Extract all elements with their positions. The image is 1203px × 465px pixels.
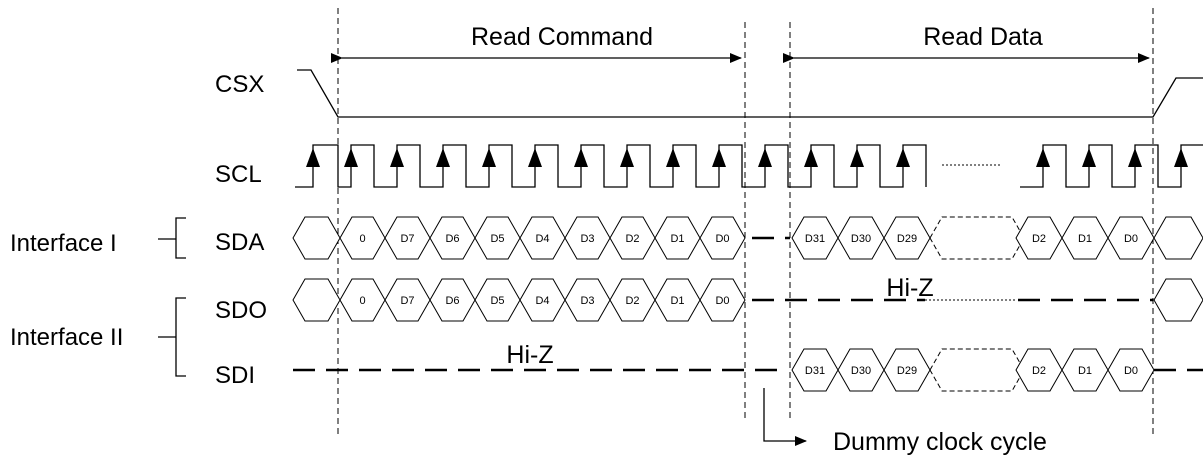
bus-bit-label: D29	[897, 365, 917, 377]
bus-bit-label: 0	[359, 233, 365, 245]
bus-bit-label: D2	[1032, 233, 1046, 245]
bus-bit-label: D6	[445, 233, 459, 245]
scl-label: SCL	[215, 161, 262, 188]
bus-bit-label: 0	[359, 295, 365, 307]
csx-waveform	[297, 69, 1203, 118]
scl-waveform	[295, 144, 1203, 188]
bus-bit-label: D30	[851, 365, 871, 377]
scl-clock-line	[295, 144, 927, 188]
bus-bit-label: D1	[670, 295, 684, 307]
bus-bit-label: D1	[1078, 233, 1092, 245]
sdo-bus: 0 D7 D6 D5 D4 D3 D2 D1 D0	[292, 278, 1203, 322]
read-data-label: Read Data	[923, 23, 1043, 51]
interface-two-label: Interface II	[10, 324, 123, 351]
scl-clock-line-tail	[1020, 144, 1203, 188]
bus-bit-label: D7	[400, 233, 414, 245]
sda-bus: 0 D7 D6 D5 D4 D3 D2 D1 D0 D31 D30 D29 D2 D1 D0	[292, 216, 1203, 260]
bus-bit-label: D2	[1032, 365, 1046, 377]
interface-two-bracket	[158, 297, 186, 377]
read-command-label: Read Command	[471, 23, 653, 51]
bus-idle-cell	[1153, 216, 1203, 260]
command-bit-cell	[699, 278, 746, 322]
bus-bit-label: D2	[625, 295, 639, 307]
data-gap-cell	[929, 348, 1025, 392]
bus-bit-label: D3	[580, 295, 594, 307]
sdi-hi-z-label: Hi-Z	[506, 341, 553, 369]
bus-bit-label: D5	[490, 295, 504, 307]
bus-bit-label: D6	[445, 295, 459, 307]
sdi-bus: D31 D30 D29 D2 D1 D0	[293, 348, 1203, 392]
bus-idle-cell	[292, 278, 341, 322]
bus-bit-label: D7	[400, 295, 414, 307]
interface-one-label: Interface I	[10, 230, 117, 257]
bus-bit-label: D1	[1078, 365, 1092, 377]
sdo-label: SDO	[215, 297, 267, 324]
bus-bit-label: D5	[490, 233, 504, 245]
sdi-label: SDI	[215, 362, 255, 389]
phase-boundaries	[337, 8, 1154, 437]
bus-bit-label: D0	[715, 233, 729, 245]
dummy-clock-label: Dummy clock cycle	[833, 428, 1047, 456]
csx-label: CSX	[215, 71, 264, 98]
bus-bit-label: D4	[535, 233, 549, 245]
bus-idle-cell	[1153, 278, 1203, 322]
sdo-hi-z-label: Hi-Z	[886, 274, 933, 302]
data-gap-cell	[929, 216, 1025, 260]
bus-bit-label: D4	[535, 295, 549, 307]
sda-label: SDA	[215, 229, 264, 256]
bus-bit-label: D0	[1124, 365, 1138, 377]
bus-bit-label: D0	[715, 295, 729, 307]
bus-idle-cell	[292, 216, 341, 260]
dummy-clock-pointer	[763, 388, 807, 446]
bus-bit-label: D3	[580, 233, 594, 245]
interface-one-bracket	[158, 217, 186, 259]
bus-bit-label: D2	[625, 233, 639, 245]
bus-bit-label: D30	[851, 233, 871, 245]
bus-bit-label: D31	[805, 365, 825, 377]
command-bit-cell	[699, 216, 746, 260]
bus-bit-label: D1	[670, 233, 684, 245]
bus-bit-label: D31	[805, 233, 825, 245]
bus-bit-label: D0	[1124, 233, 1138, 245]
bus-bit-label: D29	[897, 233, 917, 245]
